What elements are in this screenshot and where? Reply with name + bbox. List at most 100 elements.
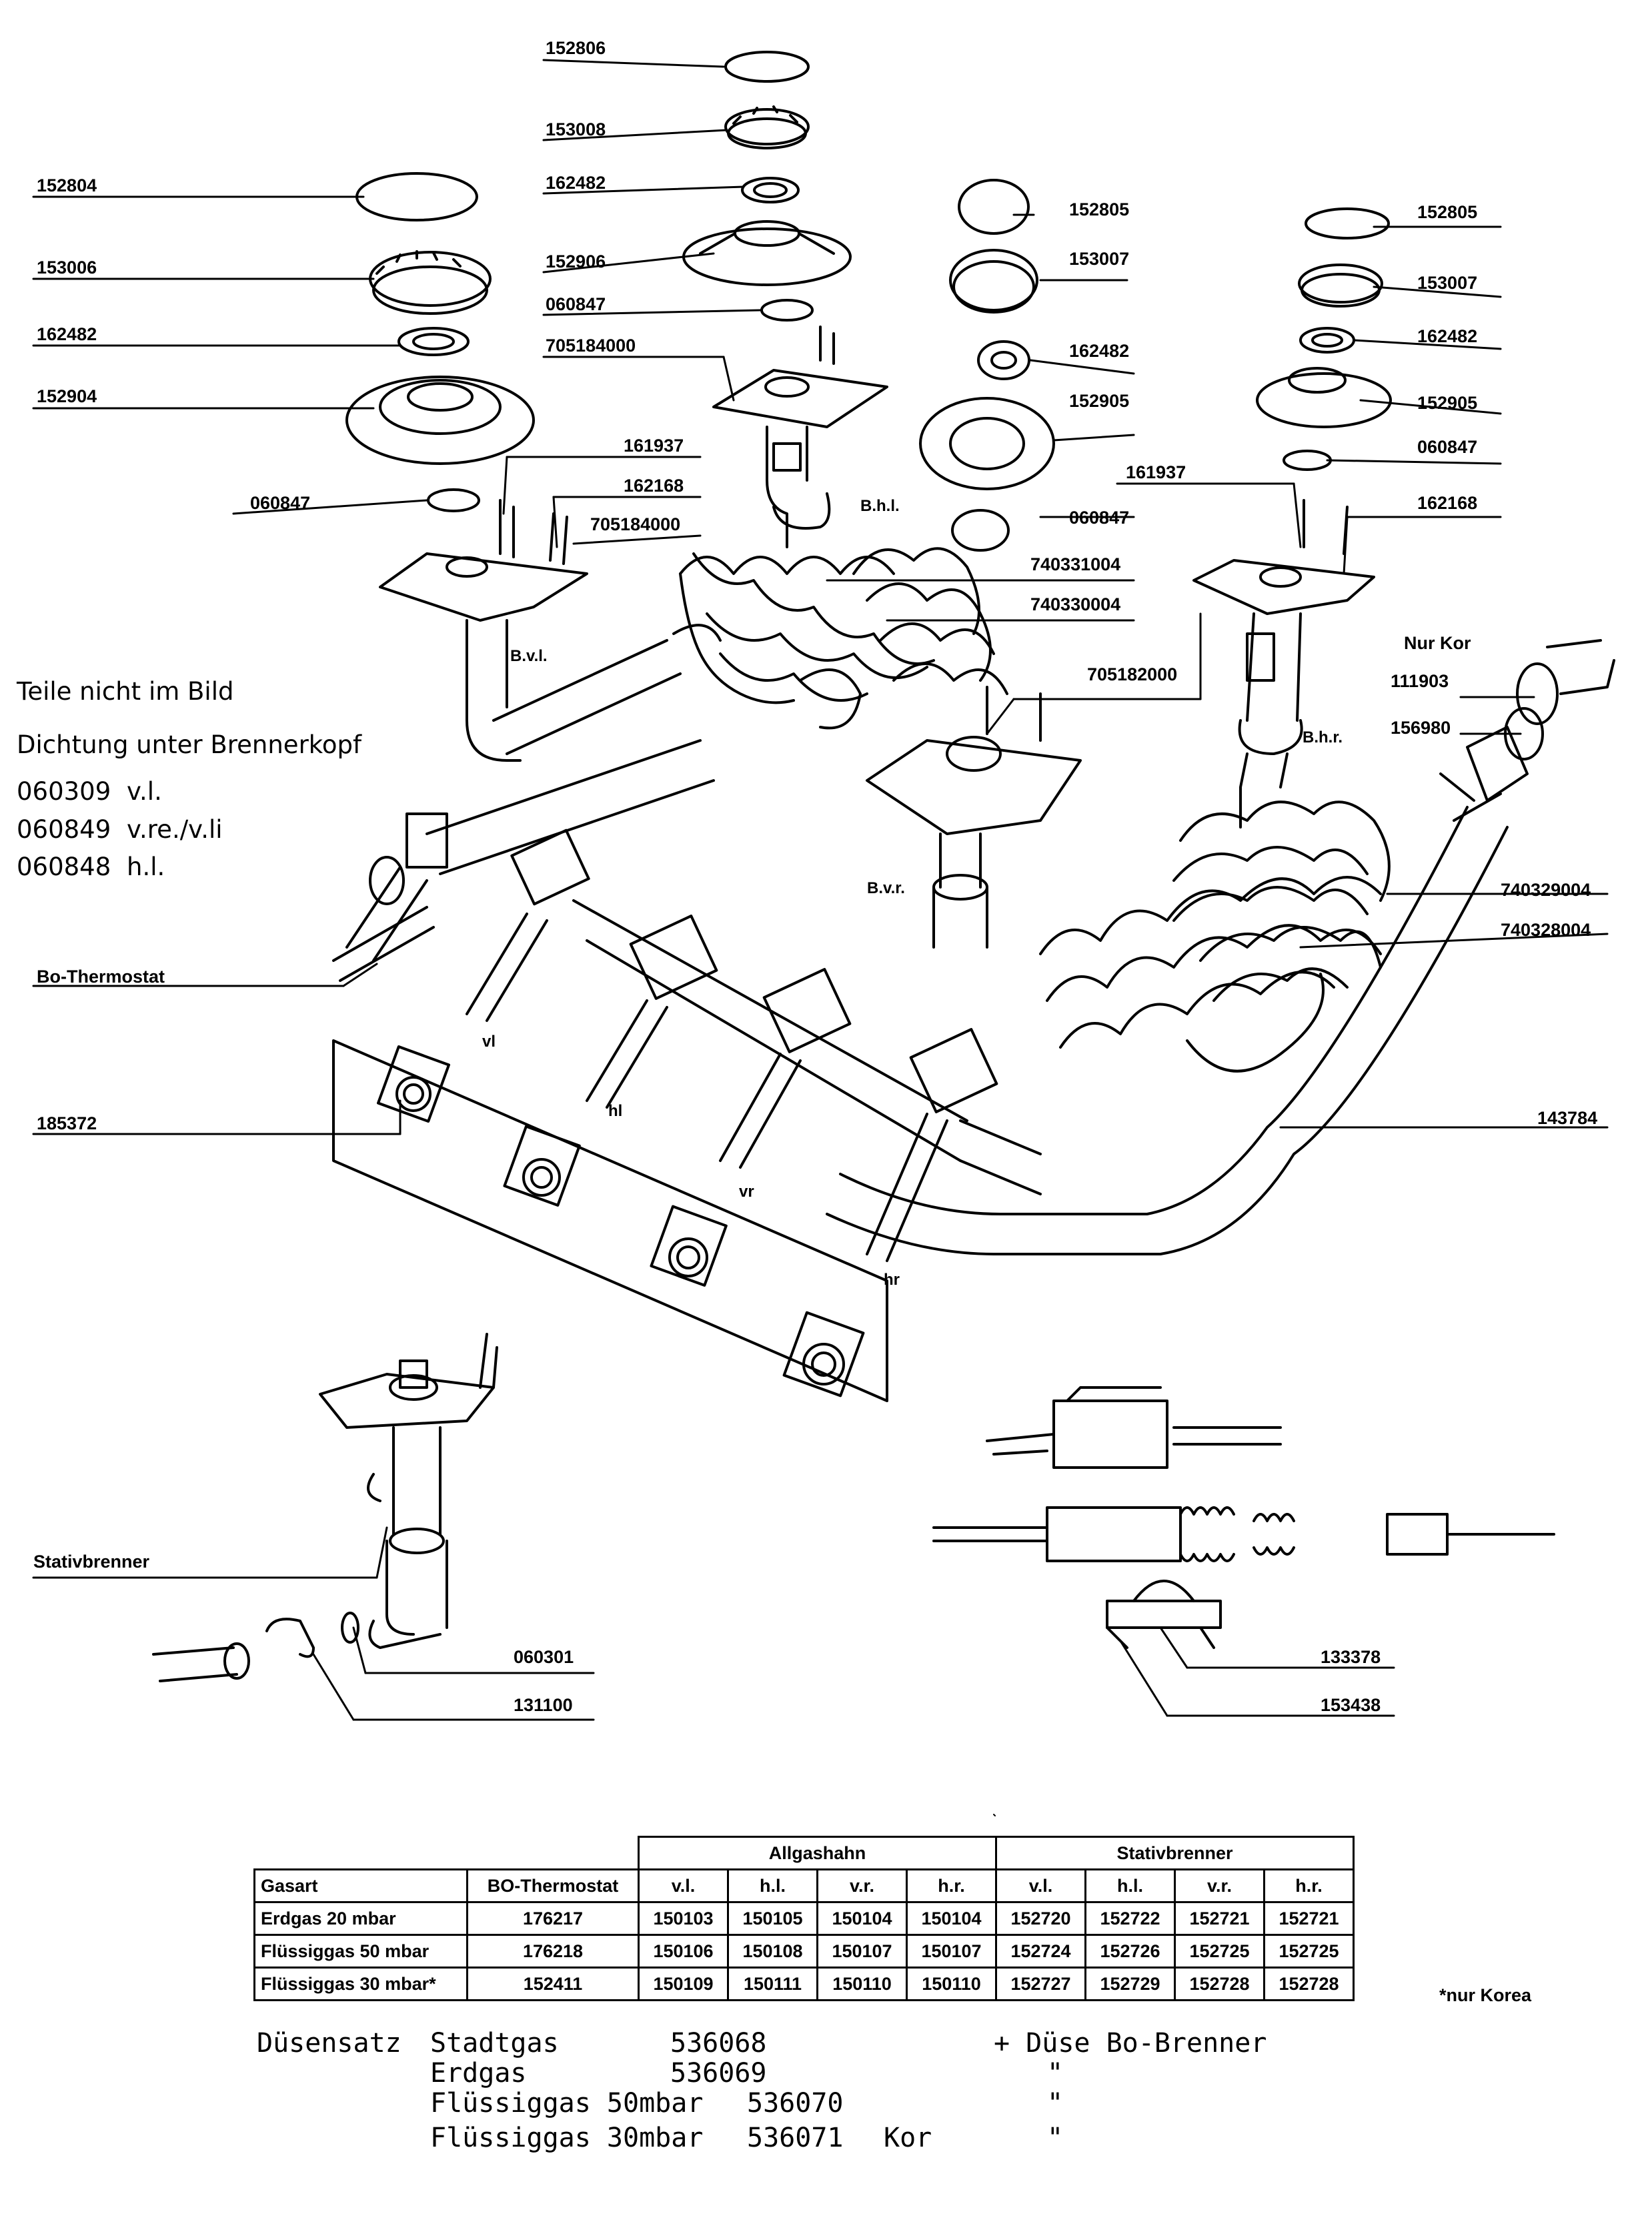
- table-cell: 152728: [1174, 1967, 1265, 2001]
- note-row-code: 060848: [17, 853, 111, 881]
- tag-hr: hr: [884, 1271, 900, 1289]
- label-152904: 152904: [37, 386, 97, 406]
- front-panel-185372: [332, 1039, 888, 1402]
- label-161937-left: 161937: [624, 436, 684, 456]
- pipe-111903: [1546, 639, 1615, 695]
- label-162482-center: 162482: [546, 173, 606, 193]
- table-row: Erdgas 20 mbar 176217 150103 150105 1501…: [253, 1901, 1355, 1936]
- spreader-152905-m: [919, 397, 1055, 490]
- table-cell: 152727: [995, 1967, 1086, 2001]
- table-cell: 150104: [906, 1901, 997, 1936]
- table-cell: 150108: [727, 1934, 818, 1969]
- label-740330004: 740330004: [1030, 594, 1121, 614]
- nozzle-gas: Erdgas: [430, 2058, 527, 2089]
- table-cell: 152721: [1174, 1901, 1265, 1936]
- table-cell: 150109: [638, 1967, 729, 2001]
- label-740331004: 740331004: [1030, 554, 1121, 574]
- ring-153008: [724, 108, 810, 145]
- table-cell: 176218: [466, 1934, 640, 1969]
- note-not-shown: Teile nicht im Bild: [17, 677, 234, 706]
- note-row-code: 060309: [17, 777, 111, 806]
- label-162482-left: 162482: [37, 324, 97, 344]
- table-cell: 152722: [1084, 1901, 1176, 1936]
- spreader-152904: [345, 376, 535, 465]
- label-153008: 153008: [546, 119, 606, 139]
- fitting-156980: [1466, 726, 1529, 802]
- table-cell: 150105: [727, 1901, 818, 1936]
- bo-thermostat-rod: [332, 906, 435, 982]
- label-152905-mid: 152905: [1069, 391, 1130, 411]
- label-156980: 156980: [1391, 718, 1451, 738]
- table-cell: Flüssiggas 30 mbar*: [253, 1967, 468, 2001]
- table-cell: 176217: [466, 1901, 640, 1936]
- valve-hl: [586, 915, 718, 1109]
- table-cell: 152726: [1084, 1934, 1176, 1969]
- table-cell: 152729: [1084, 1967, 1176, 2001]
- label-705184000-center: 705184000: [546, 336, 636, 356]
- clamp-133378: [1106, 1580, 1222, 1629]
- knob-vr: [650, 1205, 728, 1287]
- spreader-152906: [682, 227, 852, 286]
- label-153438: 153438: [1321, 1695, 1381, 1715]
- table-cell: 152725: [1263, 1934, 1355, 1969]
- coil-740328004: [1179, 800, 1391, 902]
- valve-hr: [866, 1028, 998, 1262]
- gas-valve-manifold: [332, 739, 1042, 1262]
- nozzle-ditto: ": [1047, 2058, 1064, 2089]
- table-cell: 150103: [638, 1901, 729, 1936]
- oring-060847-r: [1283, 450, 1332, 471]
- ring-153007-m: [949, 249, 1038, 312]
- table-cell: 150104: [816, 1901, 908, 1936]
- table-cell: 152720: [995, 1901, 1086, 1936]
- clip-131100: [265, 1618, 315, 1658]
- label-153007-right: 153007: [1417, 273, 1478, 293]
- thermostat-detail: [932, 1386, 1555, 1649]
- tag-vl: vl: [482, 1033, 496, 1051]
- coil-740329004: [1039, 876, 1382, 955]
- table-cell: 150111: [727, 1967, 818, 2001]
- nozzle-gas: Flüssiggas 30mbar: [430, 2123, 704, 2153]
- label-stativbrenner: Stativbrenner: [33, 1552, 150, 1572]
- label-152805-right: 152805: [1417, 202, 1478, 222]
- header-col: v.r.: [816, 1868, 908, 1903]
- label-153006: 153006: [37, 257, 97, 277]
- cap-152804: [355, 172, 478, 221]
- header-col: h.r.: [906, 1868, 997, 1903]
- label-153007-mid: 153007: [1069, 249, 1130, 269]
- nozzle-gas: Stadtgas: [430, 2028, 559, 2059]
- note-row-pos: h.l.: [127, 853, 165, 881]
- note-gasket: Dichtung unter Brennerkopf: [17, 730, 362, 759]
- tag-vr: vr: [739, 1183, 754, 1201]
- table-cell: Flüssiggas 50 mbar: [253, 1934, 468, 1969]
- table-group-row: Allgashahn Stativbrenner: [255, 1836, 1355, 1870]
- nozzle-plus-label: + Düse Bo-Brenner: [994, 2028, 1267, 2059]
- label-162482-mid: 162482: [1069, 341, 1130, 361]
- table-cell: 152725: [1174, 1934, 1265, 1969]
- label-152905-right: 152905: [1417, 393, 1478, 413]
- nozzle-number: 536070: [747, 2088, 844, 2119]
- label-111903: 111903: [1391, 671, 1449, 691]
- tag-bhr: B.h.r.: [1303, 728, 1343, 746]
- note-row-code: 060849: [17, 815, 111, 844]
- knob-hl: [503, 1125, 581, 1207]
- label-740328004: 740328004: [1501, 920, 1591, 940]
- header-col: v.l.: [995, 1868, 1086, 1903]
- valve-vl: [466, 828, 590, 1022]
- label-060847-left: 060847: [250, 493, 311, 513]
- table-row: Flüssiggas 50 mbar 176218 150106 150108 …: [253, 1934, 1355, 1969]
- tag-hl: hl: [608, 1102, 623, 1120]
- label-060847-right: 060847: [1417, 437, 1478, 457]
- note-row-pos: v.l.: [127, 777, 162, 806]
- nozzle-number: 536071: [747, 2123, 844, 2153]
- label-185372: 185372: [37, 1113, 97, 1133]
- label-740329004: 740329004: [1501, 880, 1591, 900]
- table-cell: 150110: [816, 1967, 908, 2001]
- header-col: h.l.: [1084, 1868, 1176, 1903]
- table-cell: 152724: [995, 1934, 1086, 1969]
- table-cell: 152721: [1263, 1901, 1355, 1936]
- table-cell: 150107: [906, 1934, 997, 1969]
- nozzle-title: Düsensatz: [257, 2028, 401, 2059]
- coil-740330004: [852, 547, 980, 635]
- label-060847-mid: 060847: [1069, 508, 1130, 528]
